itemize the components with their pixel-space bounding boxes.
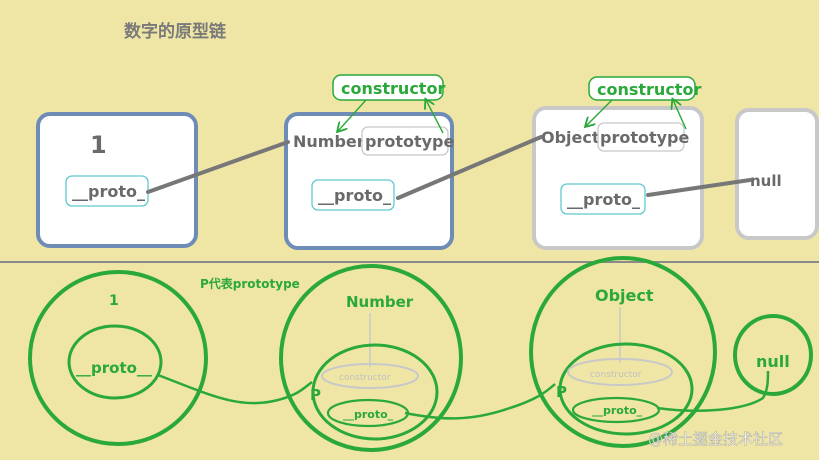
circle-null — [733, 314, 813, 396]
curve-object-to-null — [656, 370, 770, 412]
object-constructor-arrow-up — [673, 100, 687, 130]
null-label-bottom: null — [756, 352, 790, 371]
number-p-label: P — [310, 386, 321, 404]
object-constructor-label: constructor — [597, 80, 701, 99]
number-constructor-arrow-down — [338, 99, 367, 131]
circle-object — [529, 256, 717, 448]
number-constructor-label-bottom: constructor — [339, 373, 391, 383]
null-box — [735, 108, 819, 240]
legend-note: P代表prototype — [200, 276, 300, 291]
link-1-to-number — [146, 140, 290, 194]
watermark: @稀土掘金技术社区 — [648, 430, 783, 448]
diagram-title: 数字的原型链 — [124, 21, 227, 42]
object-prototype-label-b: prototype — [600, 128, 690, 147]
circle-1-label: 1 — [109, 293, 119, 309]
circle-1-proto — [67, 324, 163, 400]
circle-number-label: Number — [346, 293, 414, 311]
object-proto-label-bottom: __proto_ — [592, 404, 643, 417]
null-label-top: null — [750, 172, 782, 190]
number-constructor-pill — [332, 74, 444, 101]
number-prototype-label-a: Number. — [293, 132, 368, 151]
object-proto-label: __proto_ — [567, 190, 640, 209]
number-prototype-pill — [361, 126, 449, 156]
object-prototype-label-a: Object. — [541, 128, 606, 147]
number-constructor-ellipse — [321, 363, 419, 389]
circle-1 — [28, 270, 208, 446]
object-constructor-arrow-down — [586, 99, 613, 126]
curve-1-to-number — [157, 373, 313, 405]
object-p-ellipse — [558, 342, 694, 436]
object-prototype-pill — [597, 122, 685, 152]
box-1-value: 1 — [90, 131, 107, 159]
number-constructor-label: constructor — [341, 79, 445, 98]
link-number-to-object — [396, 135, 543, 200]
box-1-proto-label: __proto_ — [72, 182, 145, 201]
object-p-label: P — [556, 383, 567, 401]
number-proto-pill — [311, 179, 395, 211]
number-p-ellipse — [311, 343, 439, 441]
object-proto-pill — [560, 183, 646, 215]
number-proto-label: __proto_ — [318, 186, 391, 205]
circle-object-label: Object — [595, 286, 654, 305]
link-object-to-null — [646, 178, 752, 197]
object-constructor-ellipse — [567, 358, 673, 386]
number-constructor-arrow-up — [426, 100, 444, 134]
number-prototype-label-b: prototype — [365, 132, 455, 151]
number-proto-label-bottom: __proto_ — [343, 408, 394, 421]
circle-1-proto-label: __proto__ — [76, 359, 152, 377]
circle-number — [279, 264, 463, 452]
object-proto-ellipse — [571, 396, 661, 424]
object-constructor-pill — [588, 76, 696, 101]
curve-number-to-object — [404, 383, 556, 420]
object-constructor-label-bottom: constructor — [590, 370, 642, 380]
